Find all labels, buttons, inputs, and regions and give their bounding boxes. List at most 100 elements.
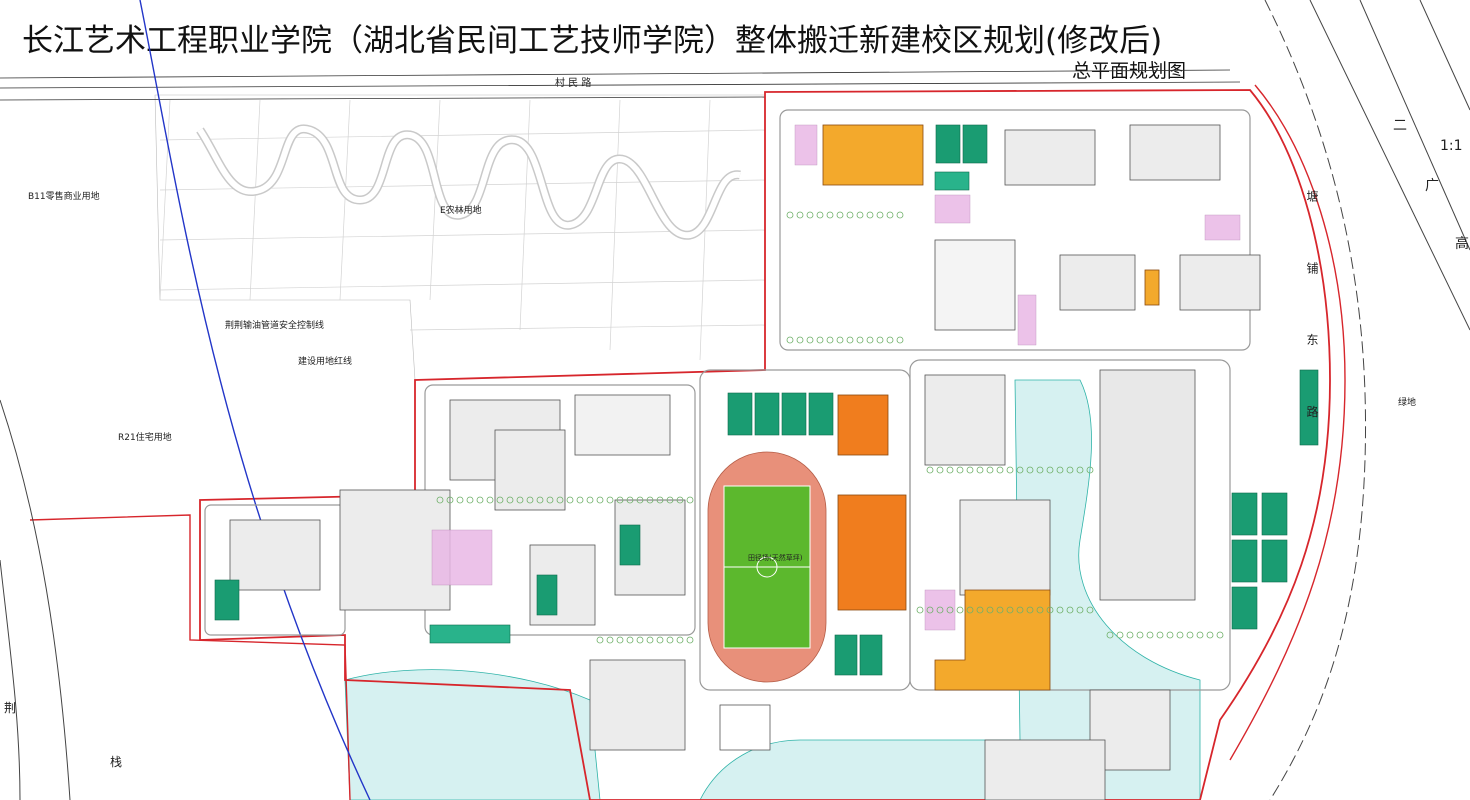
- tree-icon: [516, 496, 524, 504]
- tree-icon: [876, 336, 884, 344]
- tree-icon: [1026, 606, 1034, 614]
- tree-icon: [1066, 606, 1074, 614]
- tree-icon: [1216, 631, 1224, 639]
- tree-icon: [606, 636, 614, 644]
- land-r21-label: R21住宅用地: [118, 431, 172, 443]
- tree-icon: [976, 606, 984, 614]
- construction-redline: [199, 89, 1331, 800]
- north-road: [0, 69, 1241, 101]
- tree-icon: [666, 636, 674, 644]
- tree-icon: [896, 211, 904, 219]
- tree-icon: [1186, 631, 1194, 639]
- tree-icon: [1196, 631, 1204, 639]
- tree-icon: [686, 496, 694, 504]
- tree-icon: [606, 496, 614, 504]
- scale-note: 1:1: [1440, 138, 1463, 154]
- tree-icon: [1106, 631, 1114, 639]
- agricultural-land: [154, 94, 766, 381]
- tree-icon: [1046, 606, 1054, 614]
- tree-icon: [636, 636, 644, 644]
- tree-icon: [996, 466, 1004, 474]
- tree-icon: [596, 496, 604, 504]
- tree-icon: [676, 496, 684, 504]
- tree-icon: [1016, 606, 1024, 614]
- tree-icon: [926, 466, 934, 474]
- tree-icon: [816, 336, 824, 344]
- tree-icon: [586, 496, 594, 504]
- redline-label: 建设用地红线: [298, 355, 352, 367]
- tree-icon: [466, 496, 474, 504]
- tree-icon: [596, 636, 604, 644]
- page-title: 长江艺术工程职业学院（湖北省民间工艺技师学院）整体搬迁新建校区规划(修改后): [22, 23, 1163, 59]
- tree-icon: [526, 496, 534, 504]
- field-label: 田径场(天然草坪): [748, 553, 803, 562]
- tree-icon: [816, 211, 824, 219]
- tree-icon: [626, 496, 634, 504]
- road-vertical-label: 塘 铺 东 路: [1305, 189, 1319, 446]
- tree-icon: [546, 496, 554, 504]
- tree-icon: [1036, 606, 1044, 614]
- tree-icon: [796, 336, 804, 344]
- tree-icon: [806, 211, 814, 219]
- tree-icon: [846, 211, 854, 219]
- tree-icon: [1086, 466, 1094, 474]
- tree-icon: [946, 606, 954, 614]
- tree-icon: [786, 211, 794, 219]
- tree-icon: [1066, 466, 1074, 474]
- tree-icon: [646, 496, 654, 504]
- tree-icon: [506, 496, 514, 504]
- tree-icon: [1086, 606, 1094, 614]
- tree-icon: [1046, 466, 1054, 474]
- tree-icon: [986, 466, 994, 474]
- tree-icon: [786, 336, 794, 344]
- tree-icon: [806, 336, 814, 344]
- tree-icon: [456, 496, 464, 504]
- green-east-label: 绿地: [1398, 396, 1416, 408]
- tree-icon: [926, 606, 934, 614]
- tree-icon: [1036, 466, 1044, 474]
- tree-icon: [956, 466, 964, 474]
- map-labels: 村 民 路 B11零售商业用地 E农林用地 荆荆输油管道安全控制线 建设用地红线…: [4, 76, 1469, 769]
- tree-icon: [976, 466, 984, 474]
- tree-icon: [936, 606, 944, 614]
- tree-icon: [1016, 466, 1024, 474]
- tree-icon: [656, 496, 664, 504]
- tree-icon: [1146, 631, 1154, 639]
- south-edge-label: 栈: [110, 754, 122, 769]
- stadium: [707, 451, 827, 683]
- tree-icon: [1126, 631, 1134, 639]
- road-east-label-3: 高: [1455, 235, 1469, 252]
- tree-icon: [1056, 606, 1064, 614]
- gymnasium-buildings: [822, 124, 1160, 691]
- tree-icon: [1076, 466, 1084, 474]
- tree-icon: [966, 466, 974, 474]
- tree-icon: [436, 496, 444, 504]
- tree-icon: [876, 211, 884, 219]
- tree-icon: [1026, 466, 1034, 474]
- tree-icon: [566, 496, 574, 504]
- sports-courts: [214, 124, 1319, 676]
- tree-icon: [996, 606, 1004, 614]
- tree-icon: [986, 606, 994, 614]
- tree-icon: [576, 496, 584, 504]
- tree-icon: [846, 336, 854, 344]
- tree-icon: [496, 496, 504, 504]
- tree-icon: [666, 496, 674, 504]
- tree-icon: [826, 336, 834, 344]
- tree-icon: [556, 496, 564, 504]
- tree-icon: [966, 606, 974, 614]
- tree-icon: [616, 496, 624, 504]
- tree-icon: [1206, 631, 1214, 639]
- tree-icon: [1056, 466, 1064, 474]
- tree-icon: [646, 636, 654, 644]
- dorm-buildings: [229, 124, 1261, 800]
- tree-icon: [636, 496, 644, 504]
- tree-icons: [436, 211, 1224, 644]
- tree-icon: [886, 211, 894, 219]
- tree-icon: [956, 606, 964, 614]
- tree-icon: [686, 636, 694, 644]
- tree-icon: [1006, 466, 1014, 474]
- road-east-label-2: 广: [1425, 178, 1439, 194]
- tree-icon: [866, 336, 874, 344]
